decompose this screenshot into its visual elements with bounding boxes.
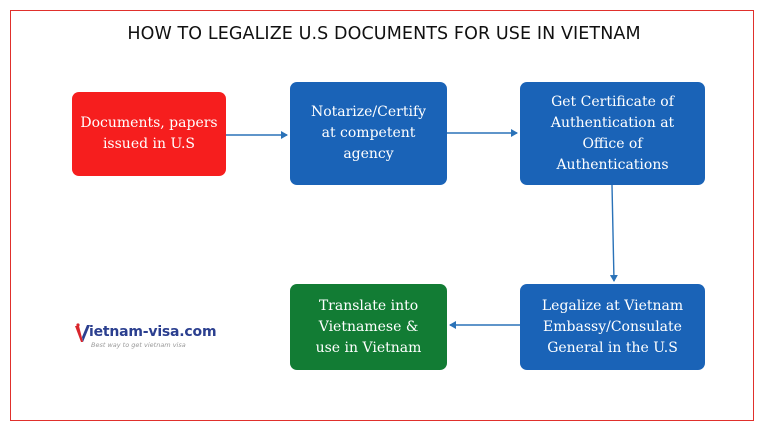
page-title: HOW TO LEGALIZE U.S DOCUMENTS FOR USE IN… [127, 24, 641, 44]
step-documents-issued-label: Documents, papers issued in U.S [80, 115, 218, 152]
step-certificate-of-authentication: Get Certificate of Authentication at Off… [520, 82, 705, 185]
arrow-step3-to-step4 [609, 184, 618, 282]
logo-wordmark: ietnam-visa.com [89, 324, 217, 340]
logo-tagline: Best way to get vietnam visa [91, 341, 186, 349]
logo-v-icon [75, 323, 90, 342]
step-notarize-certify-label: Notarize/Certify at competent agency [310, 104, 427, 162]
step-legalize-at-embassy-label: Legalize at Vietnam Embassy/Consulate Ge… [541, 297, 684, 356]
step-translate-and-use-label: Translate into Vietnamese & use in Vietn… [315, 297, 422, 356]
step-documents-issued: Documents, papers issued in U.S [72, 92, 226, 176]
border-frame [10, 10, 754, 421]
step-translate-and-use: Translate into Vietnamese & use in Vietn… [290, 284, 447, 370]
step-legalize-at-embassy: Legalize at Vietnam Embassy/Consulate Ge… [520, 284, 705, 370]
step-notarize-certify: Notarize/Certify at competent agency [290, 82, 447, 185]
step-certificate-of-authentication-label: Get Certificate of Authentication at Off… [550, 93, 675, 173]
